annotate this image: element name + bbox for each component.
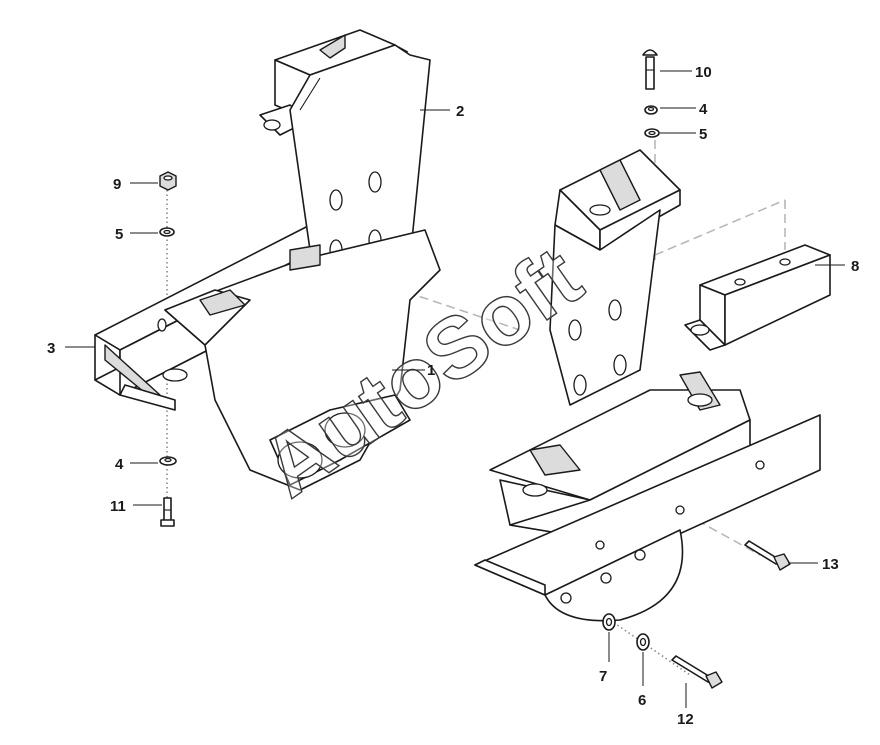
part-1-left-bracket [164, 229, 441, 491]
washer-4-left-icon [159, 456, 177, 466]
washer-5-upper-icon [644, 128, 660, 138]
callout-13: 13 [822, 556, 839, 573]
callout-6: 6 [638, 692, 646, 709]
nut-9-icon [159, 171, 177, 191]
fasteners [159, 49, 791, 689]
callout-1: 1 [427, 362, 435, 379]
callout-11: 11 [110, 498, 126, 515]
callout-9: 9 [113, 176, 121, 193]
callout-7: 7 [599, 668, 607, 685]
callout-3: 3 [47, 340, 55, 357]
washer-6-icon [636, 633, 650, 651]
callout-5-left: 5 [115, 226, 123, 243]
callout-8: 8 [851, 258, 859, 275]
part-2-upper-bracket [259, 29, 431, 286]
callout-labels: 1 2 3 4 4 5 5 6 7 8 9 10 11 12 13 [47, 64, 859, 728]
callout-10: 10 [695, 64, 712, 81]
callout-5-upper: 5 [699, 126, 707, 143]
washer-5-left-icon [159, 227, 175, 237]
part-8-pad-block [684, 244, 831, 351]
callout-2: 2 [456, 103, 464, 120]
bolt-11-icon [160, 497, 175, 527]
nut-4-upper-icon [644, 105, 658, 115]
bolt-13-icon [744, 540, 791, 571]
part-1-right-bracket [549, 149, 681, 406]
callout-4-lower: 4 [115, 456, 124, 473]
lower-right-assembly [474, 371, 821, 622]
washer-7-icon [602, 613, 616, 631]
callout-12: 12 [677, 711, 694, 728]
bolt-10-icon [642, 49, 658, 90]
bolt-12-icon [671, 655, 723, 689]
leader-lines [65, 70, 845, 708]
callout-4-upper: 4 [699, 101, 708, 118]
